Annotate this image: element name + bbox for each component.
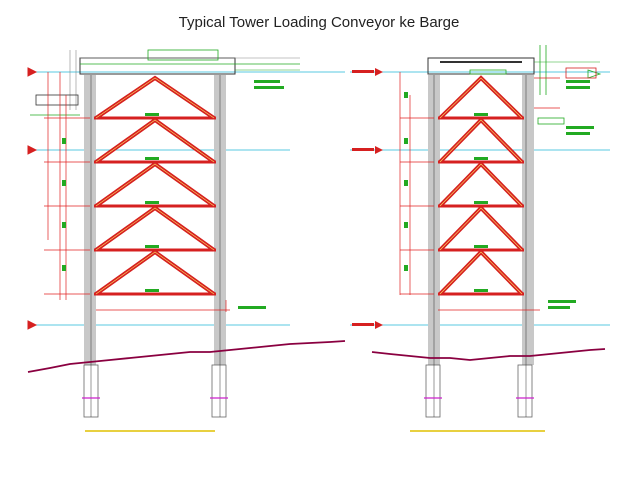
- bottom-note: [410, 430, 545, 432]
- piles: [83, 75, 227, 418]
- truss-braces: [94, 75, 216, 296]
- level-arrows: [352, 68, 383, 329]
- seabed-line: [371, 348, 606, 361]
- right-tower-drawing: [350, 45, 610, 432]
- truss-brace-inner: [439, 77, 523, 295]
- water-level-lines: [350, 71, 610, 326]
- piles: [425, 75, 534, 418]
- seabed-line: [27, 340, 346, 373]
- left-tower-drawing: [27, 49, 346, 432]
- truss-braces: [438, 75, 524, 296]
- top-platform: [427, 45, 602, 125]
- truss-brace-inner: [95, 77, 215, 295]
- water-level-lines: [28, 71, 345, 326]
- annotation-marks: [62, 80, 284, 309]
- top-platform: [30, 49, 300, 116]
- annotation-marks: [404, 80, 594, 309]
- level-arrows: [27, 67, 38, 330]
- dimension-lines: [399, 72, 560, 311]
- slide-title: Typical Tower Loading Conveyor ke Barge: [178, 14, 460, 31]
- bottom-note: [85, 430, 215, 432]
